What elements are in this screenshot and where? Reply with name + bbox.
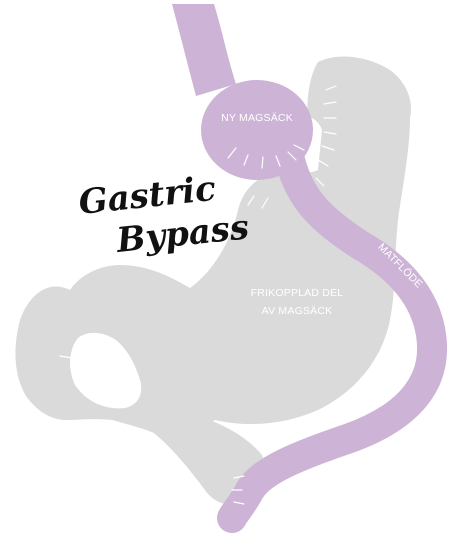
- roux-limb-shape: [217, 145, 448, 533]
- bypassed-stomach-label-line1: FRIKOPPLAD DEL: [251, 287, 344, 299]
- bypassed-intestine-label-line1: SIDKOPPLAD DEL: [42, 443, 135, 455]
- bypassed-stomach-label-line2: AV MAGSÄCK: [262, 305, 333, 317]
- new-stomach-label: NY MAGSÄCK: [221, 112, 293, 124]
- bypassed-intestine-label-line2: AV TARMEN: [42, 461, 103, 473]
- esophagus-shape: [172, 4, 236, 96]
- duodenum-leg-shape: [150, 420, 265, 505]
- duodenum-loop-hole: [70, 332, 142, 409]
- staple-lines: [59, 85, 337, 505]
